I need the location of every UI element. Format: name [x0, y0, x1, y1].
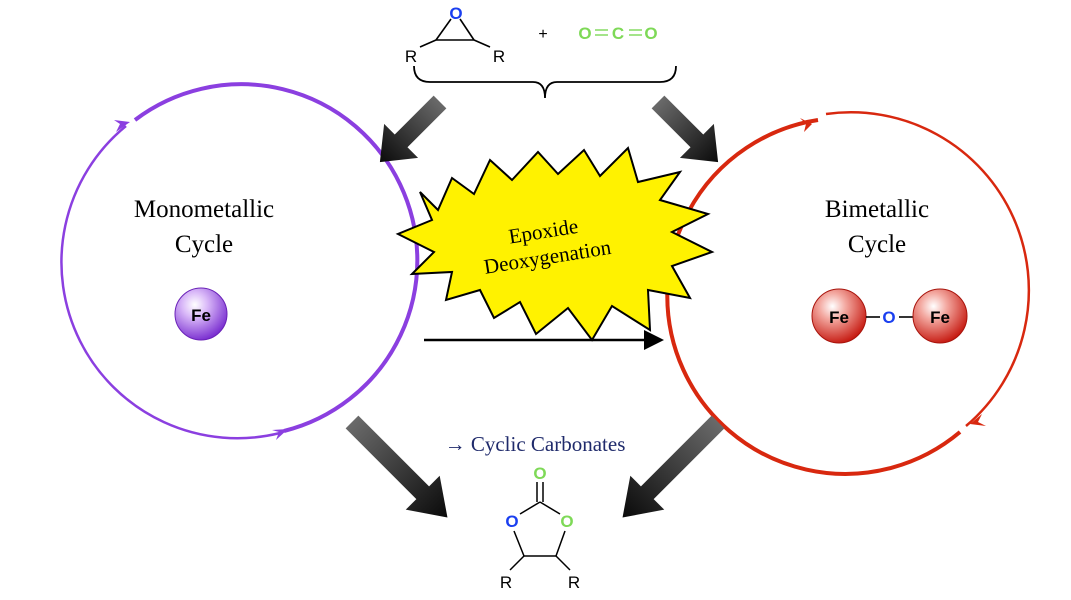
product-label: → Cyclic Carbonates	[445, 432, 626, 456]
epoxide-oxygen: O	[449, 4, 462, 23]
bi-cycle-arrowhead-top	[800, 118, 812, 132]
bimetallic-cycle: Bimetallic Cycle Fe O Fe	[665, 111, 1031, 476]
carbonate-ring-oxygen-right: O	[560, 512, 573, 531]
arrow-mono-to-product	[345, 415, 448, 518]
mono-cycle-arrowhead-bottom	[272, 429, 288, 440]
cyclic-carbonate-structure: O O O R R	[500, 464, 580, 592]
bi-cycle-title-line1: Bimetallic	[825, 196, 929, 223]
co2-carbon: C	[612, 24, 624, 43]
deoxygenation-burst: Epoxide Deoxygenation	[395, 146, 715, 342]
plus-sign: +	[538, 26, 547, 43]
bi-fe-right-label: Fe	[930, 308, 950, 327]
arrow-to-bi-cycle	[651, 95, 719, 163]
co2-structure: O C O	[578, 24, 657, 43]
carbonate-ring-oxygen-left: O	[505, 512, 518, 531]
bi-cycle-title-line2: Cycle	[848, 231, 906, 258]
carbonate-carbonyl-oxygen: O	[533, 464, 546, 483]
epoxide-r-left: R	[405, 47, 417, 66]
reactant-brace	[413, 65, 677, 99]
co2-oxygen-right: O	[644, 24, 657, 43]
bi-bridge-oxygen: O	[882, 308, 895, 327]
burst-shape	[395, 146, 715, 342]
mono-cycle-arc-main	[133, 82, 420, 433]
bi-cycle-arc-right	[825, 111, 1031, 427]
bi-fe-left-label: Fe	[829, 308, 849, 327]
arrow-bi-to-product	[622, 415, 725, 518]
mono-fe-sphere	[174, 287, 228, 341]
bi-cycle-arrowhead-bottom	[970, 414, 986, 426]
epoxide-r-right: R	[493, 47, 505, 66]
epoxide-structure: O R R	[405, 4, 505, 66]
bi-fe-right-sphere	[912, 288, 968, 344]
bi-fe-left-sphere	[811, 288, 867, 344]
mono-fe-label: Fe	[191, 306, 211, 325]
co2-oxygen-left: O	[578, 24, 591, 43]
carbonate-r-right: R	[568, 573, 580, 592]
mono-cycle-arc-left	[60, 125, 281, 440]
mono-cycle-title-line1: Monometallic	[134, 196, 274, 223]
mono-cycle-arrowhead-top	[114, 120, 130, 132]
bi-cycle-arc-main	[665, 118, 962, 476]
arrow-to-mono-cycle	[379, 95, 447, 163]
carbonate-r-left: R	[500, 573, 512, 592]
mono-to-bi-arrow	[424, 330, 664, 350]
monometallic-cycle: Monometallic Cycle Fe	[60, 82, 420, 440]
mono-cycle-title-line2: Cycle	[175, 231, 233, 258]
